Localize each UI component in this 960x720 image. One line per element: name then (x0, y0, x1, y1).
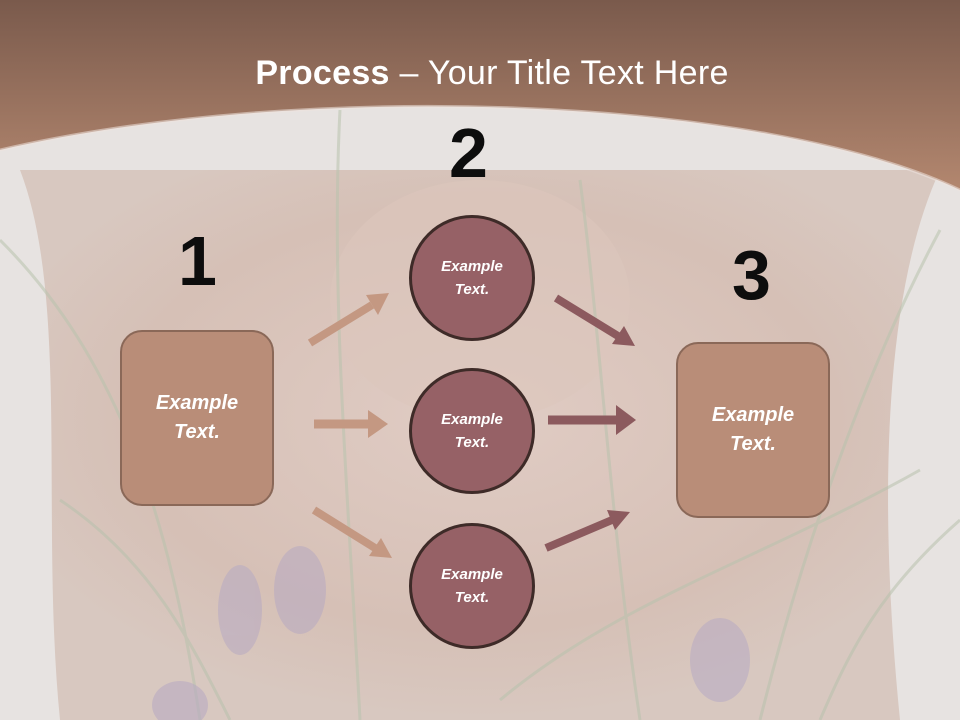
step-number-2: 2 (449, 114, 488, 192)
step-2-circle-top: Example Text. (409, 215, 535, 341)
circle-top-text: Example Text. (441, 258, 503, 298)
step-number-1: 1 (178, 222, 217, 300)
title-bold: Process (255, 54, 390, 92)
step-number-3: 3 (732, 236, 771, 314)
step-1-box: Example Text. (120, 330, 274, 506)
title-rest: – Your Title Text Here (389, 54, 729, 92)
step-3-box: Example Text. (676, 342, 830, 518)
arrow-out-down (544, 510, 630, 552)
step-2-circle-bottom: Example Text. (409, 523, 535, 649)
arrow-in-down (311, 506, 392, 558)
arrow-in-up (307, 293, 389, 347)
arrow-in-mid (314, 410, 388, 438)
step-1-box-text: Example Text. (155, 392, 239, 443)
arrow-out-up (553, 294, 635, 346)
step-3-box-text: Example Text. (711, 404, 795, 455)
step-2-circle-middle: Example Text. (409, 368, 535, 494)
circle-bottom-text: Example Text. (441, 566, 503, 606)
slide-title: Process – Your Title Text Here (0, 54, 960, 93)
arrow-out-mid (548, 405, 636, 435)
circle-middle-text: Example Text. (441, 411, 503, 451)
